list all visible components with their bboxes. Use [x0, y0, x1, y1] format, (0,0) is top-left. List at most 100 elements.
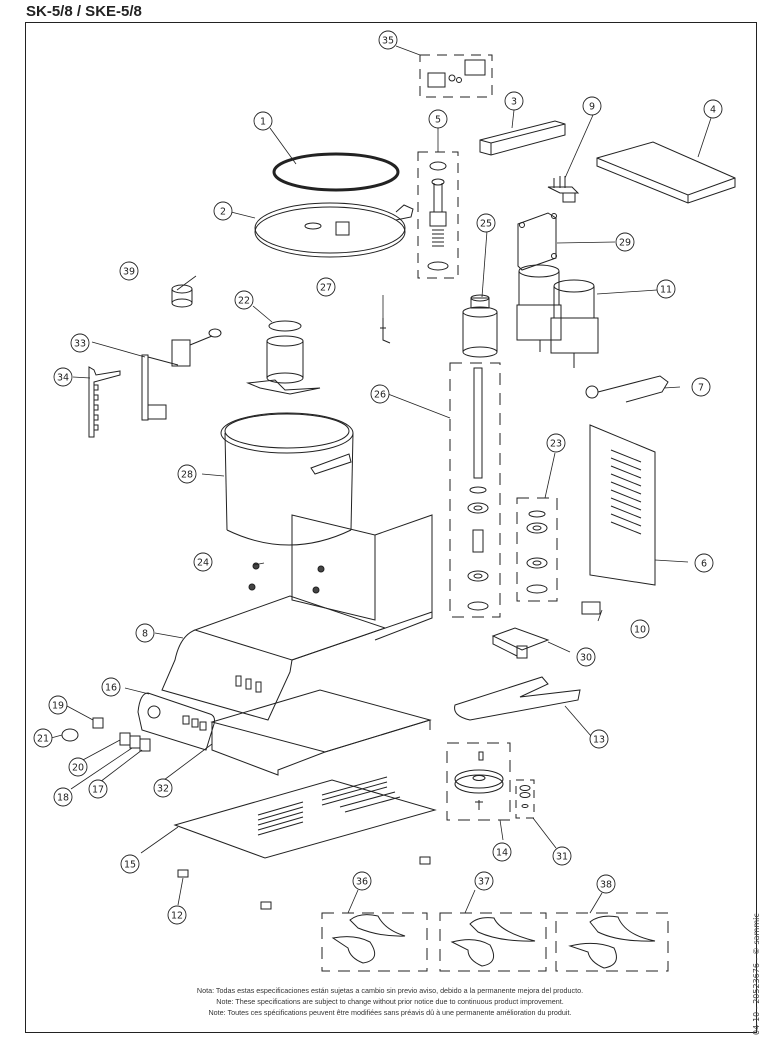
svg-text:16: 16: [105, 683, 117, 694]
callout-11[interactable]: 11: [656, 279, 676, 299]
svg-text:31: 31: [556, 852, 568, 863]
note-french: Note: Toutes ces spécifications peuvent …: [208, 1008, 572, 1018]
svg-text:15: 15: [124, 860, 136, 871]
svg-text:30: 30: [580, 653, 592, 664]
svg-text:23: 23: [550, 439, 562, 450]
svg-text:34: 34: [57, 373, 69, 384]
part-base-housing: [161, 514, 433, 721]
part-rubber-feet: [177, 856, 431, 910]
callout-23[interactable]: 23: [546, 433, 566, 453]
callout-6[interactable]: 6: [694, 553, 714, 573]
svg-text:1: 1: [260, 117, 266, 128]
part-shaft-coupling: [462, 294, 498, 358]
part-knob-cap: [61, 728, 79, 742]
callout-33[interactable]: 33: [70, 333, 90, 353]
svg-text:6: 6: [701, 559, 707, 570]
svg-text:37: 37: [478, 877, 490, 888]
part-scraper-arm: [141, 328, 222, 421]
part-pulley-kit: [446, 742, 511, 821]
part-blade-set-perforated: [555, 912, 669, 972]
callout-30[interactable]: 30: [576, 647, 596, 667]
svg-text:32: 32: [157, 784, 169, 795]
callout-32[interactable]: 32: [153, 778, 173, 798]
part-safety-plunger-kit: [417, 151, 459, 279]
part-blade-hub: [171, 284, 193, 308]
callout-13[interactable]: 13: [589, 729, 609, 749]
part-top-cover-plate: [596, 141, 736, 204]
note-spanish: Nota: Todas estas especificaciones están…: [196, 986, 584, 995]
callout-24[interactable]: 24: [193, 552, 213, 572]
part-bottom-vented-plate: [173, 776, 437, 859]
part-bearing-kit: [516, 497, 558, 602]
callout-16[interactable]: 16: [101, 677, 121, 697]
callout-8[interactable]: 8: [135, 623, 155, 643]
document-title: SK-5/8 / SKE-5/8: [26, 3, 142, 20]
svg-text:7: 7: [698, 383, 704, 394]
part-switch-blocks: [119, 732, 151, 752]
part-motor-bracket: [491, 627, 550, 659]
part-cable-gland: [581, 601, 601, 615]
svg-text:25: 25: [480, 219, 492, 230]
svg-text:26: 26: [374, 390, 386, 401]
callout-36[interactable]: 36: [352, 871, 372, 891]
svg-text:4: 4: [710, 105, 716, 116]
callout-20[interactable]: 20: [68, 757, 88, 777]
callout-31[interactable]: 31: [552, 846, 572, 866]
svg-text:22: 22: [238, 296, 250, 307]
part-motor-capacitors: [516, 264, 599, 368]
callout-38[interactable]: 38: [596, 874, 616, 894]
part-bowl: [220, 412, 354, 546]
callout-3[interactable]: 3: [504, 91, 524, 111]
part-knob-nut: [92, 717, 104, 729]
svg-text:21: 21: [37, 734, 49, 745]
callout-19[interactable]: 19: [48, 695, 68, 715]
part-blade-set-smooth: [321, 912, 428, 972]
svg-text:12: 12: [171, 911, 183, 922]
svg-text:39: 39: [123, 267, 135, 278]
part-scraper-rack: [88, 366, 121, 438]
document-reference: 04-10 - 20523676 - © sammic: [752, 913, 761, 1035]
part-control-panel: [137, 692, 215, 751]
callout-17[interactable]: 17: [88, 779, 108, 799]
callout-10[interactable]: 10: [630, 619, 650, 639]
callout-34[interactable]: 34: [53, 367, 73, 387]
callouts: 35 1 2 3 4 5 9 29 25 11 27 39 22 33 34 2…: [33, 30, 723, 925]
leader-lines: [50, 45, 712, 914]
svg-text:3: 3: [511, 97, 517, 108]
svg-text:28: 28: [181, 470, 193, 481]
callout-35[interactable]: 35: [378, 30, 398, 50]
part-pin-clip: [380, 318, 391, 344]
part-blade-set-serrated: [439, 912, 547, 972]
svg-text:35: 35: [382, 36, 394, 47]
callout-5[interactable]: 5: [428, 109, 448, 129]
callout-15[interactable]: 15: [120, 854, 140, 874]
callout-26[interactable]: 26: [370, 384, 390, 404]
callout-28[interactable]: 28: [177, 464, 197, 484]
svg-text:17: 17: [92, 785, 104, 796]
callout-12[interactable]: 12: [167, 905, 187, 925]
part-top-cover-bar: [479, 120, 566, 156]
part-power-cable-plug: [585, 375, 669, 403]
callout-25[interactable]: 25: [476, 213, 496, 233]
callout-18[interactable]: 18: [53, 787, 73, 807]
svg-text:33: 33: [74, 339, 86, 350]
callout-7[interactable]: 7: [691, 377, 711, 397]
svg-text:14: 14: [496, 848, 508, 859]
callout-39[interactable]: 39: [119, 261, 139, 281]
part-electronic-board: [517, 212, 557, 271]
callout-21[interactable]: 21: [33, 728, 53, 748]
callout-9[interactable]: 9: [582, 96, 602, 116]
part-lid-gasket-ring: [272, 152, 400, 192]
part-side-vented-panel: [589, 424, 656, 586]
callout-37[interactable]: 37: [474, 871, 494, 891]
svg-text:27: 27: [320, 283, 332, 294]
callout-1[interactable]: 1: [253, 111, 273, 131]
callout-22[interactable]: 22: [234, 290, 254, 310]
callout-2[interactable]: 2: [213, 201, 233, 221]
callout-14[interactable]: 14: [492, 842, 512, 862]
callout-29[interactable]: 29: [615, 232, 635, 252]
callout-4[interactable]: 4: [703, 99, 723, 119]
callout-27[interactable]: 27: [316, 277, 336, 297]
part-connector-kit: [419, 54, 493, 98]
